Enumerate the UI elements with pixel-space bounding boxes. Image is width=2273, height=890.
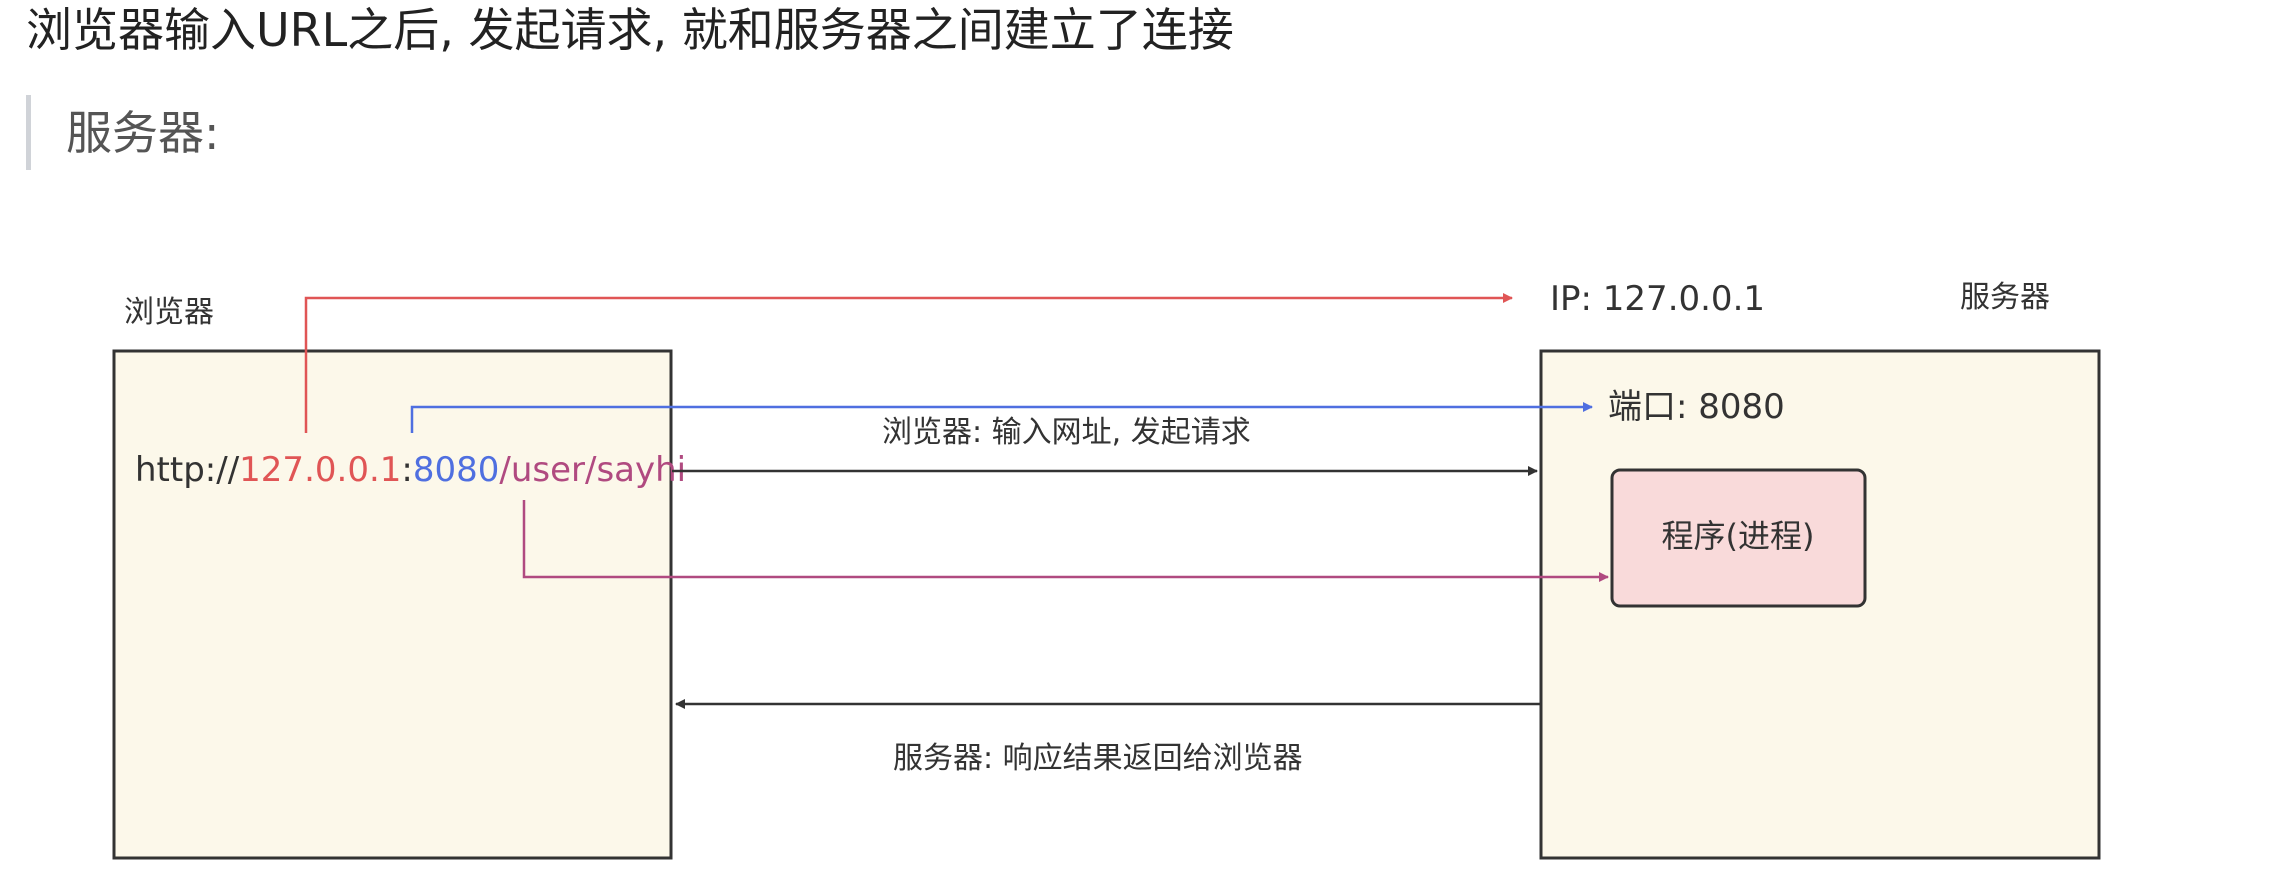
port-arrow	[410, 402, 1593, 433]
process-box	[1610, 468, 1867, 608]
blockquote-text: 服务器:	[66, 106, 220, 160]
ip-arrow	[304, 293, 1513, 433]
url-port: 8080	[413, 450, 500, 490]
blockquote-bar	[26, 95, 31, 170]
page-heading: 浏览器输入URL之后, 发起请求, 就和服务器之间建立了连接	[26, 3, 1234, 57]
url-host: 127.0.0.1	[239, 450, 401, 490]
browser-box	[112, 349, 673, 860]
process-label: 程序(进程)	[1662, 517, 1815, 555]
ip-label: IP: 127.0.0.1	[1550, 279, 1765, 319]
url-colon: :	[401, 450, 412, 490]
server-label: 服务器	[1960, 280, 2050, 315]
request-label: 浏览器: 输入网址, 发起请求	[882, 415, 1251, 450]
url-text: http://127.0.0.1:8080/user/sayhi	[135, 450, 686, 490]
path-arrow	[522, 500, 1609, 582]
browser-label: 浏览器	[124, 295, 214, 330]
response-label: 服务器: 响应结果返回给浏览器	[893, 741, 1303, 776]
url-path: /user/sayhi	[499, 450, 686, 490]
url-scheme: http://	[135, 450, 240, 490]
port-label: 端口: 8080	[1608, 387, 1785, 427]
